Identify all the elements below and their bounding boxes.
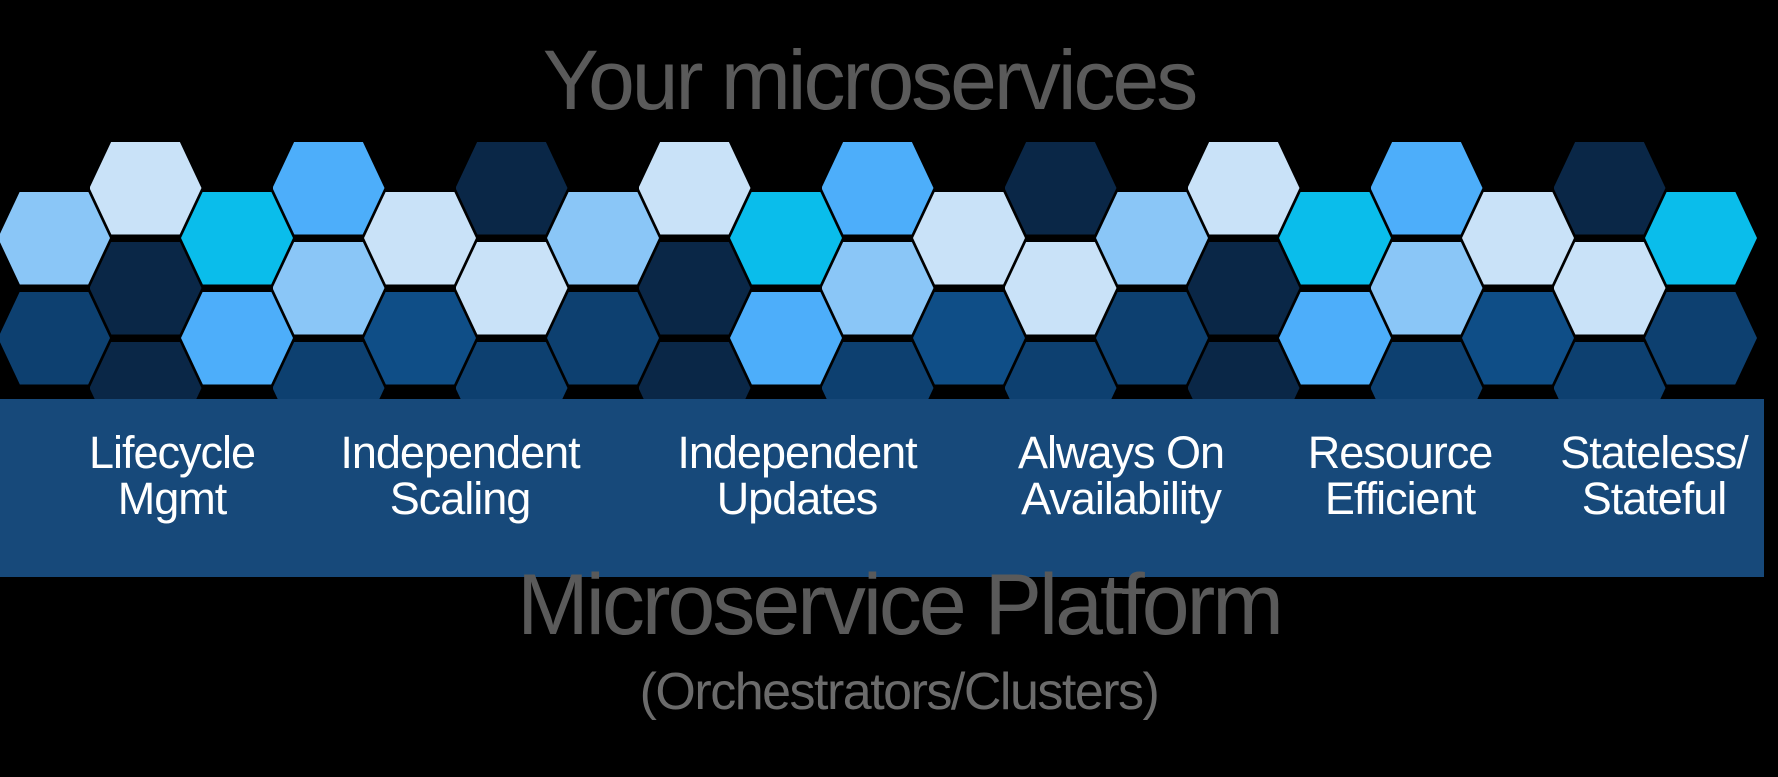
hexagon-navy xyxy=(638,241,751,335)
hexagon-pale xyxy=(1004,241,1117,335)
hexagon-bright xyxy=(272,141,385,235)
band-label-lifecycle-mgmt: Lifecycle Mgmt xyxy=(88,427,256,524)
hexagon-steel xyxy=(913,291,1025,385)
hexagon-navy xyxy=(455,141,568,235)
band-label-resource-efficient: Resource Efficient xyxy=(1307,427,1494,524)
hexagon-cyan xyxy=(1645,191,1757,285)
band-label-always-on-availability: Always On Availability xyxy=(1017,427,1225,524)
hexagon-light xyxy=(0,191,110,285)
hexagon-pale xyxy=(1553,241,1666,335)
hexagon-steel xyxy=(1462,291,1574,385)
hexagon-bright xyxy=(730,291,842,385)
hexagon-pale xyxy=(913,191,1025,285)
hexagon-cyan xyxy=(730,191,842,285)
hexagon-navy xyxy=(1553,141,1666,235)
hexagon-light xyxy=(821,241,934,335)
hexagon-pale xyxy=(638,141,751,235)
hexagon-darksteel xyxy=(547,291,659,385)
hexagon-pale xyxy=(1462,191,1574,285)
hexagon-bright xyxy=(1279,291,1391,385)
hexagon-field xyxy=(0,141,1757,435)
hexagon-pale xyxy=(364,191,476,285)
hexagon-bright xyxy=(821,141,934,235)
band-label-independent-updates: Independent Updates xyxy=(677,427,917,524)
hexagon-navy xyxy=(89,241,202,335)
hexagon-pale xyxy=(455,241,568,335)
hexagon-navy xyxy=(1187,241,1300,335)
band-label-independent-scaling: Independent Scaling xyxy=(340,427,580,524)
hexagon-pale xyxy=(1187,141,1300,235)
hexagon-cyan xyxy=(1279,191,1391,285)
hexagon-darksteel xyxy=(1096,291,1208,385)
platform-title: Microservice Platform xyxy=(517,557,1284,653)
hexagon-darksteel xyxy=(1645,291,1757,385)
hexagon-darksteel xyxy=(0,291,110,385)
hexagon-bright xyxy=(181,291,293,385)
platform-subtitle: (Orchestrators/Clusters) xyxy=(639,663,1160,721)
hexagon-steel xyxy=(364,291,476,385)
hexagon-light xyxy=(272,241,385,335)
platform-band: Lifecycle Mgmt Independent Scaling Indep… xyxy=(0,399,1764,577)
hexagon-pale xyxy=(89,141,202,235)
hexagon-cyan xyxy=(181,191,293,285)
hexagon-navy xyxy=(1004,141,1117,235)
hexagon-light xyxy=(1370,241,1483,335)
hexagon-bright xyxy=(1370,141,1483,235)
hexagon-light xyxy=(547,191,659,285)
hexagon-light xyxy=(1096,191,1208,285)
microservices-title: Your microservices xyxy=(542,33,1198,127)
band-label-stateless-stateful: Stateless/ Stateful xyxy=(1560,427,1749,524)
